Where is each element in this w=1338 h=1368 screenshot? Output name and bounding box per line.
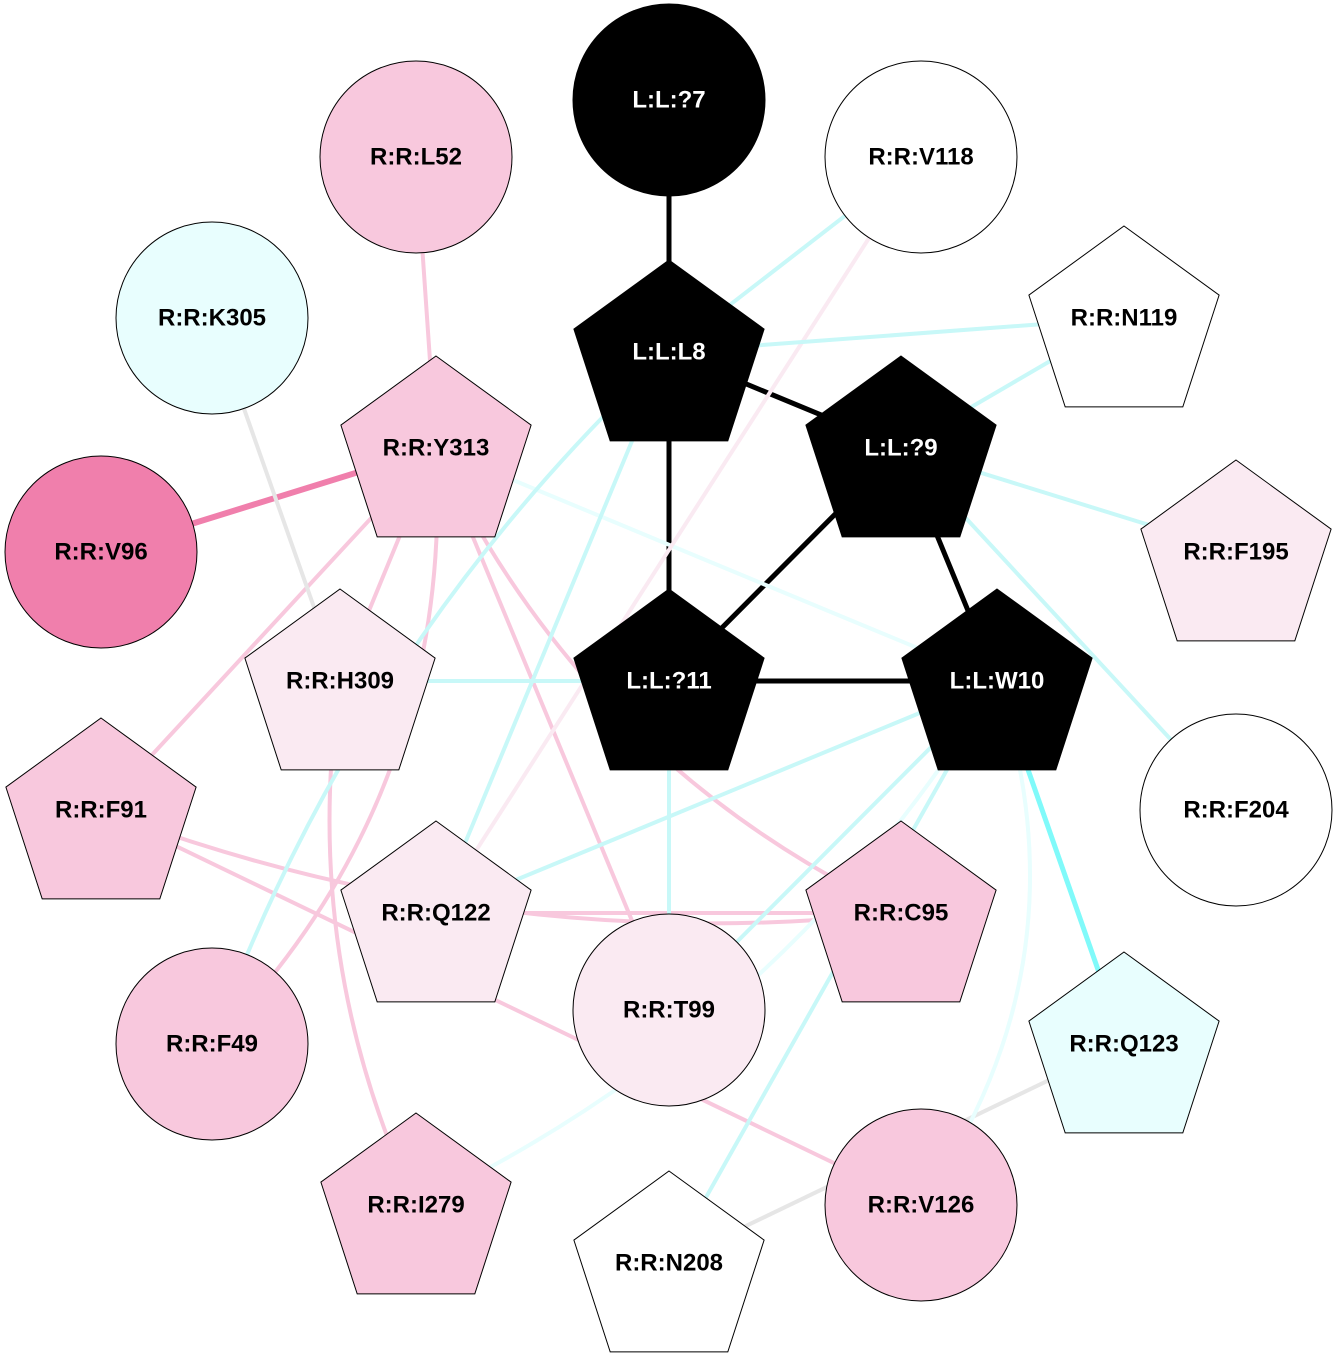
node-l-l-7-circle	[572, 3, 766, 197]
node-r-r-k305: R:R:K305	[115, 221, 309, 415]
node-r-r-q122: R:R:Q122	[340, 820, 532, 1003]
node-label: R:R:Q122	[381, 900, 490, 927]
node-r-r-t99-circle	[572, 913, 766, 1107]
node-r-r-q122-pentagon	[340, 820, 532, 1003]
node-label: R:R:N208	[615, 1250, 723, 1277]
node-r-r-v118-circle	[824, 60, 1018, 254]
node-r-r-f91: R:R:F91	[5, 717, 197, 900]
edge-r-r-f91-to-r-r-v126	[99, 808, 923, 1207]
node-label: L:L:L8	[632, 339, 705, 366]
node-label: R:R:V96	[54, 539, 147, 566]
node-label: L:L:?9	[864, 435, 937, 462]
node-label: R:R:H309	[286, 668, 394, 695]
node-r-r-f91-pentagon	[5, 717, 197, 900]
node-l-l-11-pentagon	[573, 588, 765, 771]
node-l-l-l8-pentagon	[573, 259, 765, 442]
node-label: R:R:L52	[370, 144, 462, 171]
node-r-r-v126: R:R:V126	[824, 1108, 1018, 1302]
node-r-r-f195-pentagon	[1140, 459, 1332, 642]
node-r-r-l52: R:R:L52	[319, 60, 513, 254]
node-label: R:R:I279	[367, 1192, 464, 1219]
node-r-r-q123: R:R:Q123	[1028, 951, 1220, 1134]
node-l-l-w10: L:L:W10	[901, 588, 1093, 771]
edge-r-r-q122-to-r-r-v118	[434, 155, 923, 915]
node-r-r-n208-pentagon	[573, 1170, 765, 1353]
node-r-r-v118: R:R:V118	[824, 60, 1018, 254]
node-label: R:R:Y313	[383, 435, 490, 462]
node-r-r-f195: R:R:F195	[1140, 459, 1332, 642]
node-label: R:R:F195	[1183, 539, 1288, 566]
node-label: R:R:N119	[1071, 305, 1178, 332]
node-r-r-f204-circle	[1139, 713, 1333, 907]
edge-r-r-y313-to-l-l-w10	[434, 446, 999, 683]
node-r-r-c95-pentagon	[805, 820, 997, 1003]
node-r-r-y313-pentagon	[340, 355, 532, 538]
node-r-r-n208: R:R:N208	[573, 1170, 765, 1353]
node-r-r-i279: R:R:I279	[320, 1112, 512, 1295]
node-l-l-9-pentagon	[805, 355, 997, 538]
node-r-r-n119-pentagon	[1028, 225, 1220, 408]
edge-r-r-q122-to-l-l-l8	[434, 350, 671, 915]
node-r-r-f204: R:R:F204	[1139, 713, 1333, 907]
node-label: R:R:Q123	[1069, 1031, 1178, 1058]
node-label: L:L:?7	[632, 87, 705, 114]
node-label: L:L:?11	[626, 668, 711, 695]
node-label: R:R:C95	[854, 900, 949, 927]
node-r-r-v96: R:R:V96	[4, 455, 198, 649]
node-r-r-c95: R:R:C95	[805, 820, 997, 1003]
node-l-l-w10-pentagon	[901, 588, 1093, 771]
edge-r-r-q122-to-l-l-w10	[434, 679, 999, 915]
node-r-r-i279-pentagon	[320, 1112, 512, 1295]
node-r-r-q123-pentagon	[1028, 951, 1220, 1134]
node-label: R:R:F91	[55, 797, 147, 824]
node-label: R:R:V118	[868, 144, 973, 171]
node-label: L:L:W10	[950, 668, 1045, 695]
node-r-r-h309: R:R:H309	[244, 588, 436, 771]
node-label: R:R:F49	[166, 1031, 258, 1058]
node-label: R:R:T99	[623, 997, 715, 1024]
node-r-r-v96-circle	[4, 455, 198, 649]
node-r-r-v126-circle	[824, 1108, 1018, 1302]
node-r-r-y313: R:R:Y313	[340, 355, 532, 538]
node-l-l-l8: L:L:L8	[573, 259, 765, 442]
node-label: R:R:F204	[1183, 797, 1289, 824]
node-label: R:R:V126	[868, 1192, 975, 1219]
node-r-r-f49-circle	[115, 947, 309, 1141]
node-r-r-l52-circle	[319, 60, 513, 254]
node-r-r-n119: R:R:N119	[1028, 225, 1220, 408]
node-l-l-11: L:L:?11	[573, 588, 765, 771]
node-l-l-7: L:L:?7	[572, 3, 766, 197]
node-r-r-k305-circle	[115, 221, 309, 415]
node-r-r-t99: R:R:T99	[572, 913, 766, 1107]
node-r-r-f49: R:R:F49	[115, 947, 309, 1141]
node-l-l-9: L:L:?9	[805, 355, 997, 538]
node-r-r-h309-pentagon	[244, 588, 436, 771]
node-label: R:R:K305	[158, 305, 266, 332]
